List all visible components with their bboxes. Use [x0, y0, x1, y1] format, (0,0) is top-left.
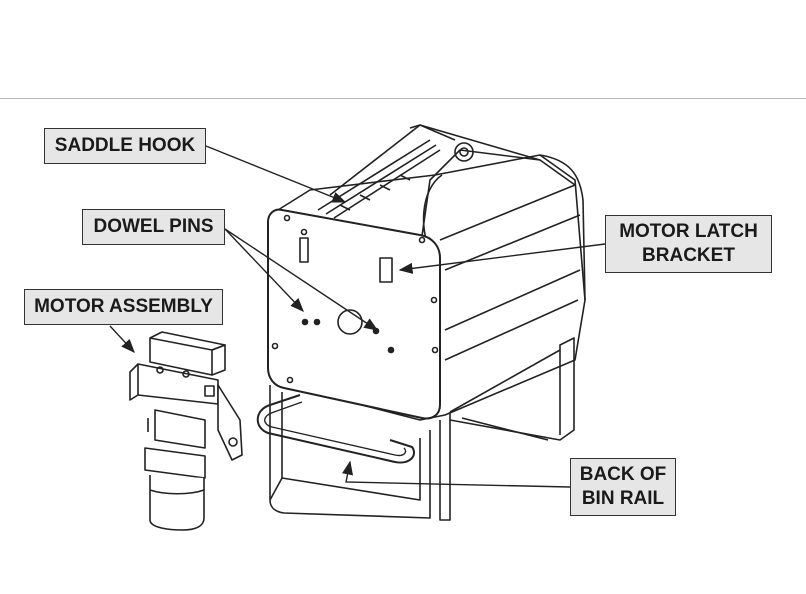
dowel-pins-label: DOWEL PINS — [82, 209, 225, 245]
back-of-bin-rail-line2: BIN RAIL — [581, 488, 665, 509]
motor-assembly-label: MOTOR ASSEMBLY — [24, 289, 223, 325]
saddle-hook-text: SADDLE HOOK — [54, 135, 196, 156]
saddle-hook-label: SADDLE HOOK — [44, 128, 206, 164]
motor-latch-bracket-line1: MOTOR LATCH — [619, 221, 758, 242]
leader-lines — [109, 145, 606, 488]
stand-frame — [269, 337, 575, 521]
back-of-bin-rail-line1: BACK OF — [579, 464, 667, 485]
header-divider — [0, 98, 806, 99]
dowel-pins-text: DOWEL PINS — [93, 216, 214, 237]
back-of-bin-rail-label: BACK OF BIN RAIL — [570, 458, 676, 516]
motor-latch-bracket-label: MOTOR LATCH BRACKET — [605, 215, 772, 273]
bin-rail — [256, 394, 415, 464]
motor-assembly-illustration — [129, 331, 243, 531]
motor-latch-bracket-line2: BRACKET — [642, 245, 735, 266]
motor-assembly-text: MOTOR ASSEMBLY — [34, 296, 213, 317]
